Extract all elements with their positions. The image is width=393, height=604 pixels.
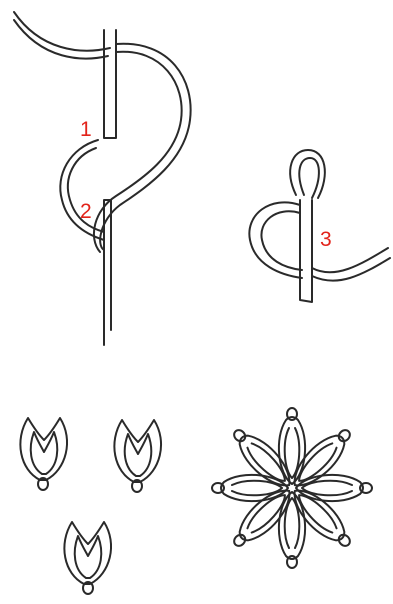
needle-upper-shaft bbox=[104, 30, 116, 138]
petal-middle bbox=[114, 420, 161, 492]
label-step-1: 1 bbox=[80, 118, 92, 141]
stitch-shaft bbox=[300, 200, 312, 302]
petal-left bbox=[20, 418, 67, 490]
needle-step-diagram: 1 2 bbox=[14, 12, 191, 345]
flower-motif bbox=[212, 408, 372, 568]
thread-tail bbox=[312, 248, 388, 272]
tie-down-diagram: 3 bbox=[249, 150, 390, 302]
thread-top bbox=[14, 12, 110, 51]
thread-loop bbox=[100, 44, 190, 250]
label-step-2: 2 bbox=[80, 200, 92, 223]
label-step-3: 3 bbox=[320, 228, 332, 251]
petal-bottom bbox=[64, 522, 111, 594]
